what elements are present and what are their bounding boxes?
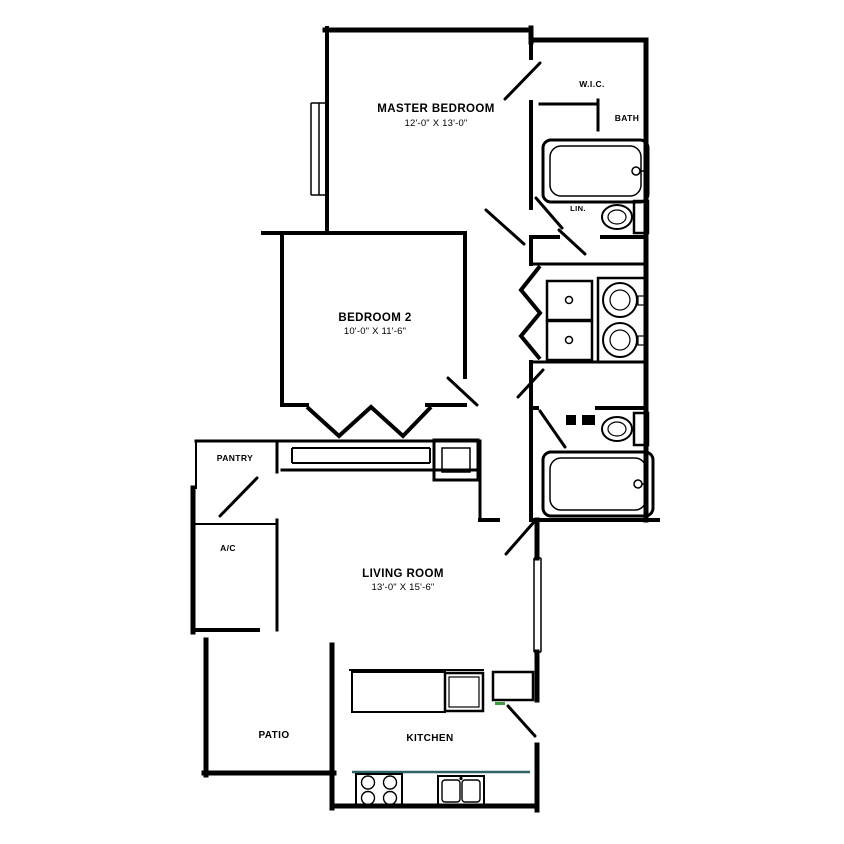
room-label-pantry: PANTRY	[217, 453, 253, 463]
room-label-utility: A/C	[220, 543, 236, 553]
washer-icon	[545, 279, 594, 322]
bifold-door	[305, 404, 433, 439]
door-swing	[506, 704, 537, 738]
door-swing	[504, 520, 536, 556]
door-swing	[534, 196, 564, 230]
window	[533, 557, 542, 653]
refrigerator-icon	[443, 671, 485, 713]
toilet-icon	[601, 411, 650, 447]
bathtub-icon	[541, 138, 650, 204]
room-label-patio: PATIO	[258, 730, 289, 741]
window	[310, 102, 327, 196]
bifold-door	[518, 264, 543, 361]
dryer-icon	[545, 319, 594, 362]
room-label-living-room: LIVING ROOM	[362, 568, 444, 580]
room-dims-bedroom-2: 10'-0" X 11'-6"	[344, 326, 406, 337]
door-jamb-block	[582, 415, 595, 425]
room-label-linen: LIN.	[570, 204, 586, 213]
door-swing	[503, 61, 542, 101]
bathtub-icon	[541, 450, 655, 518]
room-label-master-bedroom: MASTER BEDROOM	[377, 103, 494, 115]
room-dims-master-bedroom: 12'-0" X 13'-0"	[404, 118, 467, 129]
room-label-master-bath: BATH	[615, 113, 640, 123]
door-jamb-block	[566, 415, 576, 425]
door-threshold-marker	[495, 702, 505, 705]
room-label-kitchen: KITCHEN	[406, 733, 453, 744]
room-label-wic: W.I.C.	[579, 79, 605, 89]
door-swing	[218, 476, 259, 518]
cabinet-icon	[432, 438, 480, 482]
room-label-bedroom-2: BEDROOM 2	[338, 312, 411, 324]
cabinet-icon	[491, 670, 535, 702]
door-swing	[516, 368, 545, 399]
fixtures-layer	[291, 138, 655, 807]
door-swing	[446, 376, 479, 407]
door-swing	[538, 409, 567, 449]
windows-layer	[310, 102, 542, 653]
kitchen-counter-icon	[351, 671, 446, 713]
toilet-icon	[601, 199, 650, 235]
vanity-sink-icon	[596, 276, 648, 364]
labels-layer: MASTER BEDROOM 12'-0" X 13'-0" W.I.C. BA…	[217, 79, 639, 744]
door-swing	[484, 208, 526, 246]
closet-shelf-icon	[291, 447, 431, 464]
door-swing	[557, 228, 587, 256]
room-dims-living-room: 13'-0" X 15'-6"	[371, 582, 434, 593]
kitchen-sink-icon	[437, 775, 485, 807]
range-icon	[355, 773, 403, 807]
doors-layer	[218, 61, 587, 738]
